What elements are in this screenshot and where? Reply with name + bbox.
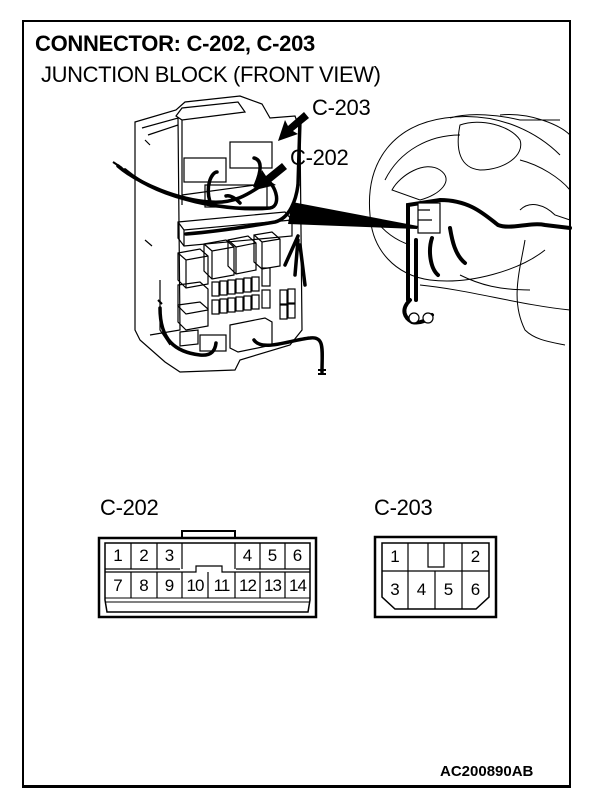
connector-label-c203: C-203	[374, 495, 433, 520]
arrow-c202	[255, 163, 287, 190]
callout-arrows	[255, 112, 418, 229]
c202-pin: 10	[186, 576, 205, 595]
c202-pin: 7	[113, 576, 123, 595]
wire-ends	[112, 161, 326, 375]
c203-pin: 4	[416, 580, 427, 599]
diagram-frame	[22, 20, 571, 788]
c202-pin: 14	[289, 576, 307, 595]
fuse-grid	[211, 267, 296, 320]
c202-pin: 11	[213, 576, 231, 595]
c203-pin: 5	[443, 580, 454, 599]
c202-pin: 4	[242, 546, 253, 565]
c202-pin: 5	[267, 546, 278, 565]
steering-wheel-dashboard	[368, 114, 571, 346]
c202-pin: 8	[139, 576, 149, 595]
connector-label-c202: C-202	[100, 495, 159, 520]
connector-title: CONNECTOR: C-202, C-203	[35, 31, 315, 56]
c202-pin: 1	[113, 546, 123, 565]
wire-harness	[116, 118, 324, 374]
c203-pin: 2	[470, 547, 481, 566]
c202-pin: 9	[164, 576, 175, 595]
callout-label-c202: C-202	[290, 145, 349, 170]
c202-pin: 3	[164, 546, 175, 565]
c202-pin: 12	[239, 576, 257, 595]
arrow-c203	[278, 112, 309, 141]
figure-reference-code: AC200890AB	[440, 763, 534, 780]
c203-pin: 1	[390, 547, 400, 566]
c203-pin: 6	[470, 580, 481, 599]
column-connector	[408, 202, 441, 324]
c202-pin: 2	[139, 546, 149, 565]
location-pointer-wedge	[288, 202, 418, 229]
callout-label-c203: C-203	[312, 95, 371, 120]
c202-pin: 6	[292, 546, 303, 565]
view-subtitle: JUNCTION BLOCK (FRONT VIEW)	[41, 62, 381, 87]
c202-pin: 13	[264, 576, 282, 595]
c203-pin: 3	[390, 580, 400, 599]
